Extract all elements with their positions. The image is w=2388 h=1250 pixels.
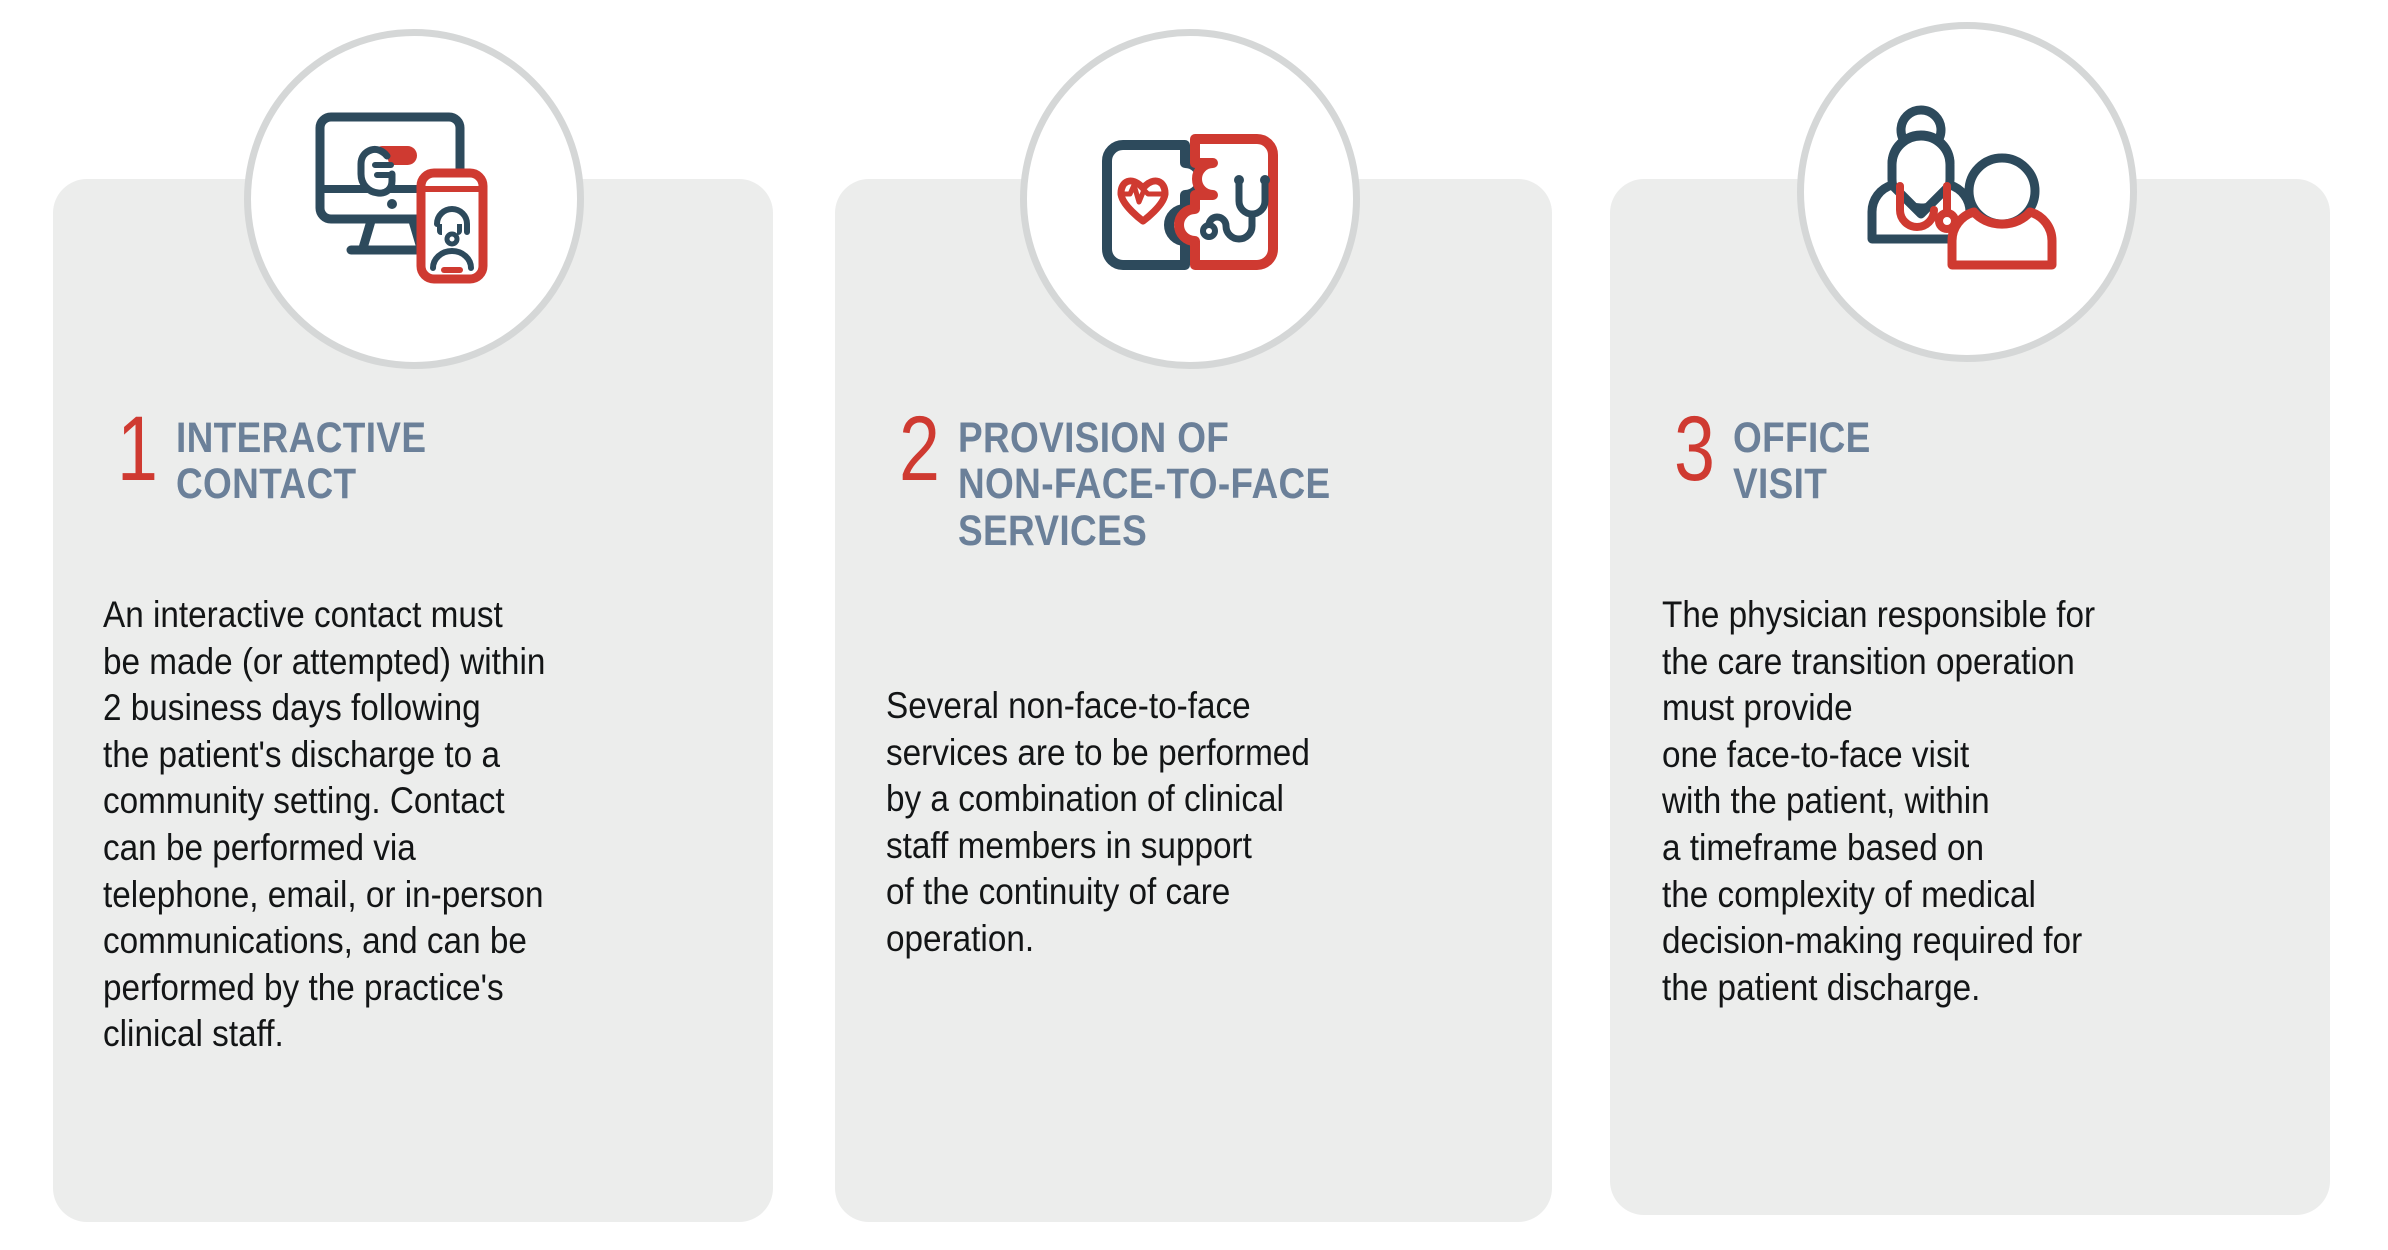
step-3-body-text: The physician responsible for the care t… — [1662, 594, 2096, 1008]
monitor-click-phone-support-icon — [291, 76, 537, 322]
puzzle-heart-stethoscope-icon — [1067, 76, 1313, 322]
step-3-heading: 3 OFFICE VISIT — [1674, 403, 1893, 509]
step-2-icon-badge — [1020, 29, 1360, 369]
step-3-number: 3 — [1674, 398, 1715, 500]
step-2-title: PROVISION OF NON-FACE-TO-FACE SERVICES — [958, 414, 1331, 555]
step-2-body-text: Several non-face-to-face services are to… — [886, 685, 1310, 960]
step-3-title: OFFICE VISIT — [1733, 414, 1871, 509]
step-2-heading: 2 PROVISION OF NON-FACE-TO-FACE SERVICES — [899, 403, 1391, 555]
step-1-body-text: An interactive contact must be made (or … — [103, 594, 546, 1055]
step-2-number: 2 — [899, 398, 940, 500]
step-1-number: 1 — [117, 398, 158, 500]
step-1-heading: 1 INTERACTIVE CONTACT — [117, 403, 467, 509]
step-1-title: INTERACTIVE CONTACT — [176, 414, 427, 509]
step-1-icon-badge — [244, 29, 584, 369]
step-3-icon-badge — [1797, 22, 2137, 362]
doctor-and-patient-icon — [1844, 69, 2090, 315]
